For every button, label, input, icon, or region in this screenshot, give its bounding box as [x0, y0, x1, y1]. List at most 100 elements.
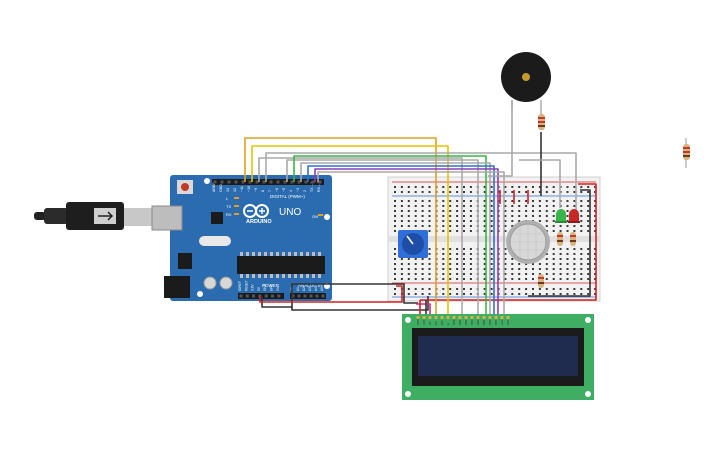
breadboard-hole[interactable] [566, 263, 569, 265]
breadboard-hole[interactable] [421, 268, 424, 270]
digital-pin[interactable] [220, 180, 224, 184]
breadboard-hole[interactable] [532, 278, 534, 280]
breadboard-hole[interactable] [421, 210, 424, 212]
wire-red-5v[interactable] [259, 285, 403, 303]
breadboard-hole[interactable] [525, 268, 528, 270]
breadboard-hole[interactable] [573, 253, 576, 255]
breadboard-hole[interactable] [469, 200, 472, 202]
breadboard-hole[interactable] [573, 248, 576, 250]
breadboard-hole[interactable] [511, 268, 514, 270]
lcd-pin[interactable] [416, 316, 420, 319]
breadboard-hole[interactable] [490, 210, 493, 212]
arduino-uno-board[interactable]: ARDUINO UNO DIGITAL (PWM~) POWER ANALOG … [151, 175, 332, 301]
breadboard-hole[interactable] [518, 273, 521, 275]
breadboard-hole[interactable] [421, 288, 424, 290]
breadboard-hole[interactable] [490, 205, 493, 207]
breadboard-hole[interactable] [442, 210, 445, 212]
digital-pin[interactable] [248, 180, 252, 184]
lcd-pin[interactable] [464, 316, 468, 319]
breadboard-hole[interactable] [428, 278, 431, 280]
breadboard-hole[interactable] [504, 191, 507, 193]
breadboard-hole[interactable] [414, 293, 417, 295]
breadboard-hole[interactable] [587, 220, 590, 222]
breadboard-hole[interactable] [421, 205, 424, 207]
breadboard-hole[interactable] [518, 186, 521, 188]
breadboard-hole[interactable] [469, 263, 472, 265]
breadboard-hole[interactable] [511, 293, 514, 295]
digital-pin[interactable] [276, 180, 280, 184]
breadboard-hole[interactable] [469, 288, 472, 290]
breadboard-hole[interactable] [511, 273, 514, 275]
digital-pin[interactable] [269, 180, 273, 184]
breadboard-hole[interactable] [394, 288, 396, 290]
breadboard-hole[interactable] [463, 253, 465, 255]
breadboard-hole[interactable] [483, 215, 486, 217]
digital-header[interactable] [212, 179, 324, 185]
breadboard-hole[interactable] [400, 268, 403, 270]
breadboard-hole[interactable] [559, 248, 562, 250]
breadboard-hole[interactable] [469, 210, 472, 212]
breadboard-hole[interactable] [518, 205, 521, 207]
breadboard-hole[interactable] [504, 278, 507, 280]
breadboard-hole[interactable] [456, 200, 459, 202]
wire-purple[interactable] [314, 168, 499, 296]
breadboard-hole[interactable] [532, 191, 534, 193]
breadboard-hole[interactable] [580, 258, 583, 260]
breadboard-hole[interactable] [573, 258, 576, 260]
breadboard-hole[interactable] [566, 205, 569, 207]
breadboard-hole[interactable] [552, 288, 555, 290]
breadboard-hole[interactable] [490, 220, 493, 222]
breadboard-hole[interactable] [394, 230, 396, 232]
breadboard-hole[interactable] [532, 210, 534, 212]
breadboard-hole[interactable] [407, 200, 410, 202]
breadboard-hole[interactable] [538, 215, 541, 217]
breadboard-hole[interactable] [414, 191, 417, 193]
breadboard-hole[interactable] [511, 191, 514, 193]
breadboard-hole[interactable] [559, 253, 562, 255]
breadboard-hole[interactable] [559, 263, 562, 265]
breadboard-hole[interactable] [518, 191, 521, 193]
breadboard-hole[interactable] [421, 225, 424, 227]
breadboard-hole[interactable] [463, 273, 465, 275]
analog-pin[interactable] [309, 294, 313, 298]
breadboard-hole[interactable] [573, 186, 576, 188]
breadboard-hole[interactable] [511, 258, 514, 260]
breadboard-hole[interactable] [504, 215, 507, 217]
lcd-pin[interactable] [500, 316, 504, 319]
breadboard-hole[interactable] [456, 253, 459, 255]
breadboard-hole[interactable] [518, 220, 521, 222]
breadboard-hole[interactable] [532, 293, 534, 295]
lcd-pin[interactable] [422, 316, 426, 319]
breadboard-hole[interactable] [587, 215, 590, 217]
breadboard-hole[interactable] [594, 230, 597, 232]
digital-pin[interactable] [213, 180, 217, 184]
lcd-pin[interactable] [458, 316, 462, 319]
breadboard-hole[interactable] [449, 258, 452, 260]
breadboard-hole[interactable] [456, 258, 459, 260]
breadboard-hole[interactable] [573, 230, 576, 232]
breadboard-hole[interactable] [566, 225, 569, 227]
lcd-pin[interactable] [446, 316, 450, 319]
breadboard-hole[interactable] [394, 258, 396, 260]
breadboard-hole[interactable] [394, 263, 396, 265]
breadboard-hole[interactable] [573, 200, 576, 202]
breadboard-hole[interactable] [490, 253, 493, 255]
breadboard-hole[interactable] [414, 215, 417, 217]
analog-pin[interactable] [315, 294, 319, 298]
breadboard-hole[interactable] [532, 273, 534, 275]
breadboard-hole[interactable] [566, 253, 569, 255]
breadboard-hole[interactable] [490, 288, 493, 290]
breadboard-hole[interactable] [587, 293, 590, 295]
breadboard-hole[interactable] [490, 258, 493, 260]
breadboard-hole[interactable] [414, 278, 417, 280]
breadboard-hole[interactable] [594, 263, 597, 265]
breadboard-hole[interactable] [421, 200, 424, 202]
breadboard-hole[interactable] [552, 215, 555, 217]
breadboard-hole[interactable] [463, 186, 465, 188]
breadboard-hole[interactable] [580, 263, 583, 265]
breadboard-hole[interactable] [573, 263, 576, 265]
breadboard-hole[interactable] [566, 186, 569, 188]
breadboard-hole[interactable] [469, 278, 472, 280]
breadboard-hole[interactable] [525, 293, 528, 295]
